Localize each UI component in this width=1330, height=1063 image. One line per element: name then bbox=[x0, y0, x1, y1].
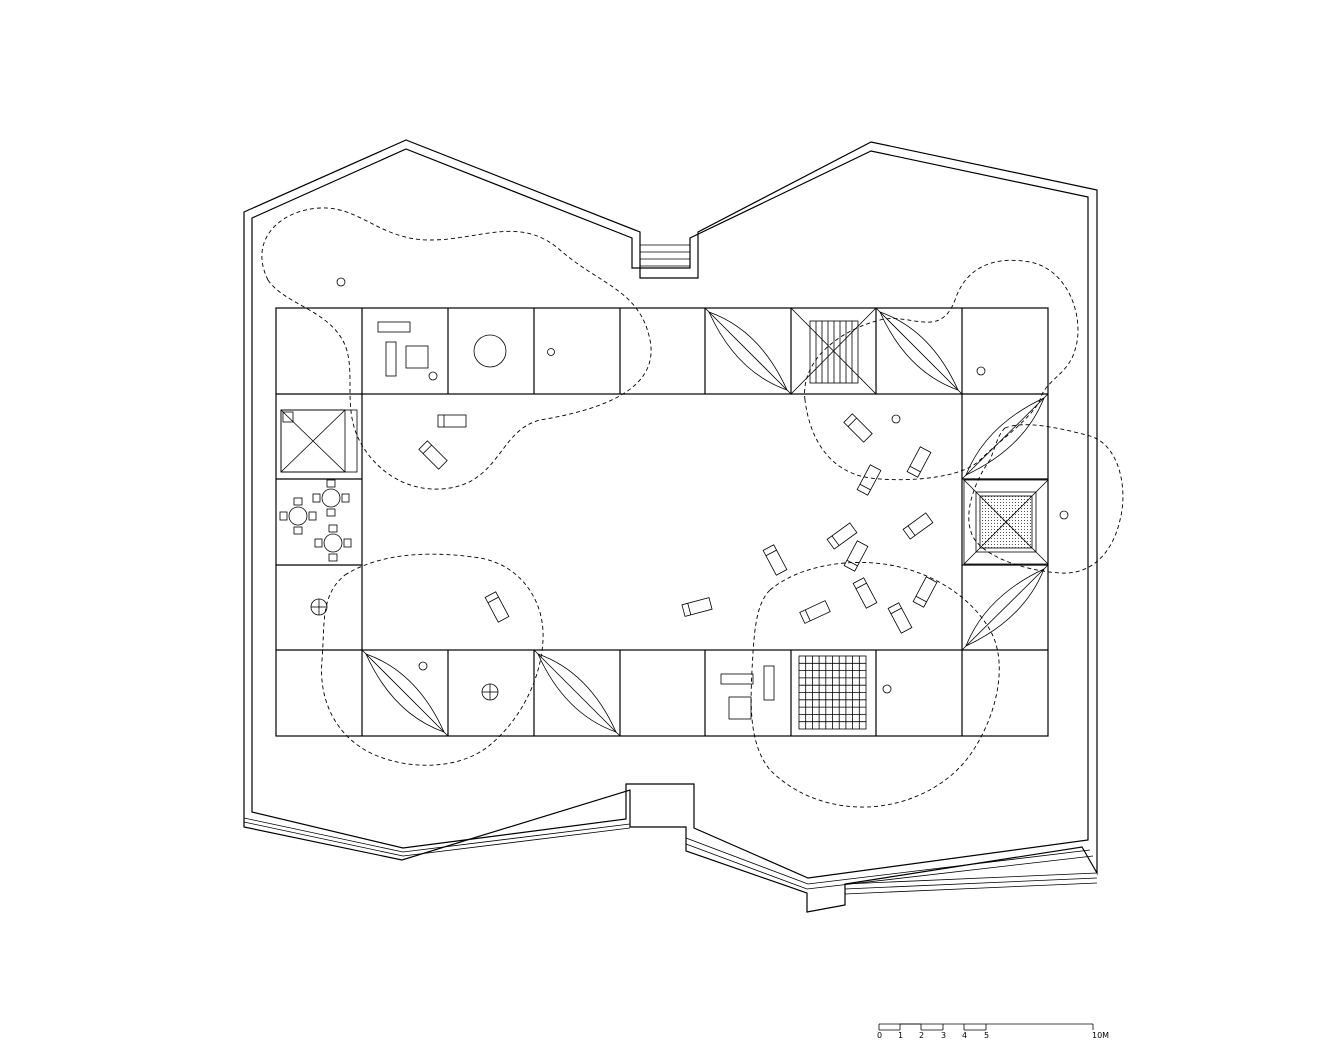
module-furniture bbox=[279, 307, 1049, 737]
scale-tick-4: 4 bbox=[962, 1031, 967, 1040]
scale-tick-5: 5 bbox=[984, 1031, 989, 1040]
entrance-steps-top bbox=[640, 244, 690, 267]
tree-canopies bbox=[261, 207, 1124, 808]
grid-floor bbox=[799, 656, 866, 729]
scale-tick-3: 3 bbox=[941, 1031, 946, 1040]
posts bbox=[336, 277, 1069, 520]
scale-end-label: 10M bbox=[1092, 1031, 1109, 1040]
scale-bar: 0 1 2 3 4 5 10M bbox=[877, 1023, 1109, 1040]
scale-tick-1: 1 bbox=[898, 1031, 903, 1040]
courtyard-loungers bbox=[418, 413, 938, 634]
scale-tick-2: 2 bbox=[919, 1031, 924, 1040]
scale-tick-0: 0 bbox=[877, 1031, 882, 1040]
site-boundary bbox=[243, 139, 1098, 913]
